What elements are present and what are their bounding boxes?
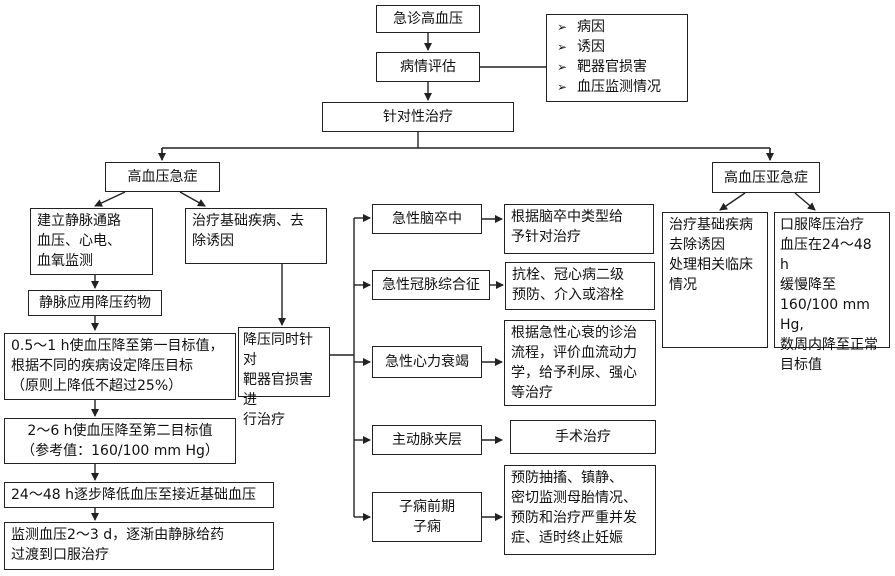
condition-stroke-box: 急性脑卒中	[372, 204, 482, 234]
treatment-preeclampsia-box: 预防抽搐、镇静、 密切监测母胎情况、 预防和治疗严重并发 症、适时终止妊娠	[504, 465, 656, 555]
assessment-item: 血压监测情况	[555, 77, 679, 97]
condition-name: 子痫前期 子痫	[399, 499, 455, 535]
condition-aortic-dissection-box: 主动脉夹层	[372, 425, 482, 455]
condition-name: 主动脉夹层	[392, 432, 462, 448]
treatment-acs-box: 抗栓、冠心病二级 预防、介入或溶栓	[505, 262, 655, 310]
treatment-stroke-box: 根据脑卒中类型给 予针对治疗	[504, 204, 654, 254]
targeted-treatment-box: 针对性治疗	[322, 102, 514, 132]
urgency-oral-box: 口服降压治疗 血压在24～48 h 缓慢降至 160/100 mm Hg, 数周…	[774, 212, 890, 373]
step-3-text: 24～48 h逐步降低血压至接近基础血压	[11, 487, 256, 503]
condition-preeclampsia-box: 子痫前期 子痫	[372, 492, 482, 542]
step-4-text: 监测血压2～3 d，逐渐由静脉给药 过渡到口服治疗	[11, 527, 225, 563]
step-2-text: 2～6 h使血压降至第二目标值 （参考值：160/100 mm Hg）	[21, 423, 219, 459]
step-1-text: 0.5～1 h使血压降至第一目标值， 根据不同的疾病设定降压目标 （原则上降低不…	[11, 338, 224, 394]
emergency-box: 高血压急症	[105, 162, 220, 192]
assessment-list: 病因 诱因 靶器官损害 血压监测情况	[555, 17, 679, 97]
iv-drug-text: 静脉应用降压药物	[39, 295, 151, 311]
urgency-title: 高血压亚急症	[724, 169, 808, 186]
urgency-box: 高血压亚急症	[712, 162, 820, 193]
assessment-items-box: 病因 诱因 靶器官损害 血压监测情况	[546, 14, 688, 102]
organ-damage-box: 降压同时针对 靶器官损害进 行治疗	[238, 327, 330, 428]
treatment-text: 根据脑卒中类型给 予针对治疗	[511, 209, 623, 245]
organ-damage-text: 降压同时针对 靶器官损害进 行治疗	[243, 332, 313, 428]
urgency-basic-box: 治疗基础疾病 去除诱因 处理相关临床 情况	[662, 212, 768, 348]
condition-name: 急性脑卒中	[392, 211, 462, 227]
condition-name: 急性冠脉综合征	[382, 277, 480, 293]
title-text: 急诊高血压	[393, 11, 463, 27]
basic-disease-box: 治疗基础疾病、去 除诱因	[185, 208, 327, 264]
treatment-text: 抗栓、冠心病二级 预防、介入或溶栓	[512, 267, 624, 303]
assessment-item: 靶器官损害	[555, 57, 679, 77]
assessment-item: 诱因	[555, 37, 679, 57]
step-3-box: 24～48 h逐步降低血压至接近基础血压	[4, 482, 274, 508]
title-box: 急诊高血压	[376, 5, 480, 33]
condition-name: 急性心力衰竭	[385, 354, 469, 370]
basic-disease-text: 治疗基础疾病、去 除诱因	[192, 213, 304, 249]
emergency-title: 高血压急症	[127, 169, 198, 185]
assessment-text: 病情评估	[400, 59, 456, 75]
step-1-box: 0.5～1 h使血压降至第一目标值， 根据不同的疾病设定降压目标 （原则上降低不…	[4, 333, 236, 400]
iv-drug-box: 静脉应用降压药物	[28, 290, 162, 316]
iv-monitor-box: 建立静脉通路 血压、心电、 血氧监测	[30, 208, 153, 275]
urgency-oral-text: 口服降压治疗 血压在24～48 h 缓慢降至 160/100 mm Hg, 数周…	[780, 217, 878, 373]
treatment-text: 根据急性心衰的诊治 流程，评价血流动力 学，给予利尿、强心 等治疗	[511, 325, 637, 401]
targeted-text: 针对性治疗	[383, 109, 453, 125]
step-4-box: 监测血压2～3 d，逐渐由静脉给药 过渡到口服治疗	[4, 522, 274, 570]
treatment-aortic-dissection-box: 手术治疗	[510, 420, 656, 454]
assessment-item: 病因	[555, 17, 679, 37]
iv-monitor-text: 建立静脉通路 血压、心电、 血氧监测	[37, 213, 121, 269]
step-2-box: 2～6 h使血压降至第二目标值 （参考值：160/100 mm Hg）	[4, 418, 236, 464]
assessment-box: 病情评估	[376, 52, 480, 82]
condition-acs-box: 急性冠脉综合征	[372, 270, 490, 300]
treatment-text: 预防抽搐、镇静、 密切监测母胎情况、 预防和治疗严重并发 症、适时终止妊娠	[511, 470, 637, 546]
condition-heart-failure-box: 急性心力衰竭	[372, 346, 482, 378]
treatment-text: 手术治疗	[555, 429, 611, 445]
treatment-heart-failure-box: 根据急性心衰的诊治 流程，评价血流动力 学，给予利尿、强心 等治疗	[504, 320, 656, 406]
urgency-basic-text: 治疗基础疾病 去除诱因 处理相关临床 情况	[669, 217, 753, 293]
